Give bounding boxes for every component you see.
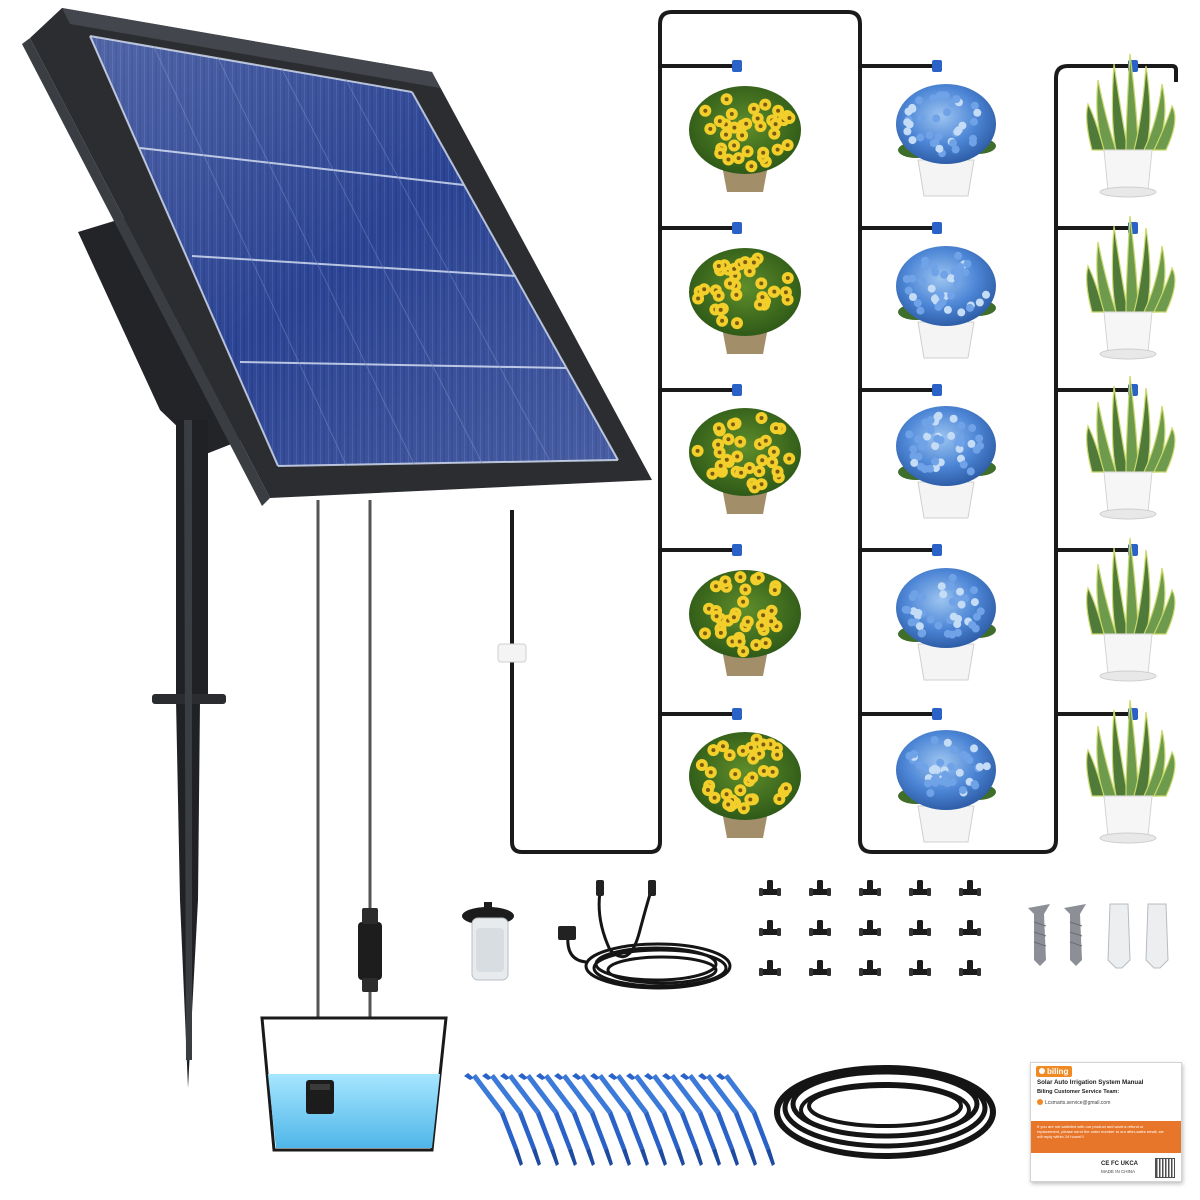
tee-connector [859,960,881,976]
tee-connector [909,960,931,976]
yellow-flower-pot [689,732,801,838]
tee-connector [909,880,931,896]
tee-connector [859,920,881,936]
snake-plant-pot [1086,375,1176,520]
drip-stake [626,1073,685,1166]
blue-hydrangea-pot [896,246,996,359]
certification-marks: CE FC UKCA [1101,1161,1138,1167]
drip-stake [464,1073,523,1166]
snake-plant-pot [1086,53,1176,198]
manual-title: Solar Auto Irrigation System Manual [1037,1079,1144,1086]
blue-hydrangea-pot [896,406,996,519]
drip-stake [500,1073,559,1166]
service-email: Lcsmarts.service@gmail.com [1037,1099,1110,1106]
drip-stake [536,1073,595,1166]
tee-connector [759,880,781,896]
drip-stake [482,1073,541,1166]
snake-plant-pot [1086,215,1176,360]
tee-connector [959,920,981,936]
tee-connector [959,880,981,896]
blue-hydrangea-pot [896,568,996,681]
tee-connector [859,880,881,896]
drip-stake [698,1073,757,1166]
branch-tubes [660,64,1130,716]
brand-logo: biling [1036,1066,1073,1077]
instruction-manual: biling Solar Auto Irrigation System Manu… [1030,1062,1182,1182]
tee-connector [809,920,831,936]
qr-code-icon [1155,1158,1175,1178]
main-drip-tube [510,10,1178,854]
blue-hydrangea-pot [896,84,996,197]
drip-stake [608,1073,667,1166]
drippers [732,60,1138,720]
water [268,1074,440,1148]
email-icon [1037,1099,1043,1105]
drip-stake [716,1073,775,1166]
notice-band [1031,1121,1181,1153]
yellow-flower-pot [689,86,801,192]
feed-tee [497,643,527,663]
yellow-flower-pot [689,248,801,354]
yellow-flower-pot [689,408,801,514]
drip-stakes [464,1073,775,1166]
tee-connector [959,960,981,976]
tee-connector [909,920,931,936]
drip-stake [662,1073,721,1166]
snake-plant-pot [1086,537,1176,682]
extension-cable [566,887,732,990]
tee-connector [759,920,781,936]
screws [1028,904,1086,966]
snake-plant-column [1086,53,1176,844]
drip-stake [590,1073,649,1166]
tee-connectors [759,880,981,976]
blue-hydrangea-pot [896,730,996,843]
inline-connector [358,922,382,980]
service-team: Biling Customer Service Team: [1037,1089,1120,1095]
tee-connector [759,960,781,976]
tube-coil [774,1065,996,1159]
blue-hydrangea-column [896,84,996,843]
tee-connector [809,960,831,976]
tee-connector [809,880,831,896]
brand-name: biling [1047,1067,1069,1076]
drip-stake [554,1073,613,1166]
refund-notice: If you are not satisfied with our produc… [1037,1124,1164,1139]
drip-stake [572,1073,631,1166]
drip-stake [518,1073,577,1166]
drip-stake [644,1073,703,1166]
yellow-flower-column [689,86,801,838]
snake-plant-pot [1086,699,1176,844]
pump-filter [462,902,514,981]
email-text: Lcsmarts.service@gmail.com [1045,1100,1111,1106]
logo-mark-icon [1039,1068,1045,1074]
yellow-flower-pot [689,570,801,676]
wall-anchors [1107,903,1169,969]
made-in-label: MADE IN CHINA [1101,1169,1136,1174]
drip-stake [680,1073,739,1166]
